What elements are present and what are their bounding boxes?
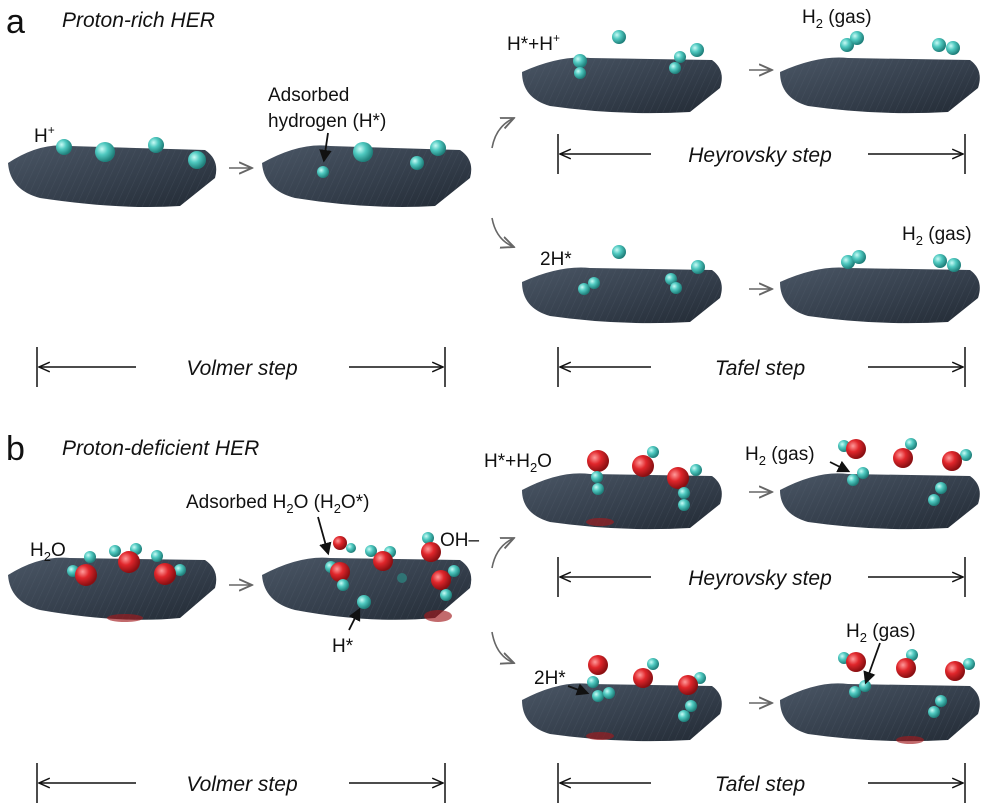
step-label-b-heyrovsky: Heyrovsky step [688, 567, 832, 590]
arrow-b-branch-down [491, 631, 514, 663]
water-molecules-initial [67, 543, 186, 586]
label-2h-star-b: 2H* [534, 668, 566, 689]
step-label-b-volmer: Volmer step [186, 773, 297, 796]
surface-a-tafel-2 [780, 267, 980, 324]
step-label-a-heyrovsky: Heyrovsky step [688, 144, 832, 167]
water-tafel-1 [587, 655, 706, 722]
surface-a-heyrovsky-1 [522, 57, 722, 114]
surface-b-heyrovsky-2 [780, 473, 980, 530]
pointer-adsorbed [319, 132, 332, 163]
step-label-a-volmer: Volmer step [186, 357, 297, 380]
hydrogen-ions-initial [56, 137, 206, 169]
pointer-2h-star-b [567, 683, 590, 696]
surface-a-tafel-1 [522, 267, 722, 324]
label-h2-gas-top-b: H2 (gas) [745, 444, 815, 468]
surface-a-initial [8, 145, 217, 207]
hydrogen-heyrovsky-1 [573, 30, 704, 79]
label-adsorbed-h2o: Adsorbed H2O (H2O*) [186, 492, 369, 516]
pointer-h2-gas-bottom-b [863, 642, 881, 685]
step-bracket-a-tafel: Tafel step [557, 347, 966, 387]
arrow-a-branch-up [491, 118, 514, 149]
surface-b-tafel-1 [522, 683, 722, 742]
step-label-b-tafel: Tafel step [715, 773, 805, 796]
water-adsorbed [325, 532, 460, 609]
label-heyrovsky-reactants: H*+H+ [507, 31, 560, 55]
step-bracket-b-heyrovsky: Heyrovsky step [557, 557, 966, 597]
h2-gas-tafel [841, 250, 961, 272]
label-2h-star: 2H* [540, 249, 572, 270]
arrow-a-branch-down [491, 217, 514, 247]
h2-gas-heyrovsky [840, 31, 960, 55]
label-h2-gas-top: H2 (gas) [802, 7, 872, 31]
step-bracket-b-tafel: Tafel step [557, 763, 966, 803]
surface-a-heyrovsky-2 [780, 57, 980, 114]
pointer-adsorbed-h2o [317, 516, 332, 556]
label-oh-minus: OH– [440, 530, 480, 551]
label-h2-gas-bottom: H2 (gas) [902, 224, 972, 248]
surface-b-adsorbed [262, 557, 472, 622]
panel-b-title: Proton-deficient HER [62, 437, 259, 460]
panel-a-letter: a [6, 3, 25, 41]
label-adsorbed-line2: hydrogen (H*) [268, 111, 386, 132]
panel-b-letter: b [6, 430, 25, 468]
step-bracket-a-volmer: Volmer step [36, 347, 446, 387]
water-heyrovsky-1 [587, 446, 702, 511]
pointer-h-star [348, 607, 361, 631]
label-h2o: H2O [30, 540, 66, 564]
h2-gas-tafel-b [838, 649, 975, 718]
step-label-a-tafel: Tafel step [715, 357, 805, 380]
label-h-star: H* [332, 636, 354, 657]
arrow-b-branch-up [491, 538, 514, 569]
label-adsorbed-line1: Adsorbed [268, 85, 349, 106]
h2-gas-heyrovsky-b [838, 438, 972, 506]
panel-a-title: Proton-rich HER [62, 9, 215, 32]
step-bracket-b-volmer: Volmer step [36, 763, 446, 803]
label-heyrovsky-reactants-b: H*+H2O [484, 451, 552, 475]
surface-b-heyrovsky-1 [522, 473, 722, 530]
hydrogen-tafel-1 [578, 245, 705, 295]
hydrogen-adsorbed [317, 140, 446, 178]
pointer-h2-gas-top-b [829, 460, 851, 473]
step-bracket-a-heyrovsky: Heyrovsky step [557, 134, 966, 174]
surface-b-tafel-2 [780, 683, 980, 744]
panel-a: a Proton-rich HER [6, 3, 980, 387]
label-h2-gas-bottom-b: H2 (gas) [846, 621, 916, 645]
panel-b: b Proton-deficient HER [6, 430, 980, 803]
label-h-plus: H+ [34, 123, 55, 147]
